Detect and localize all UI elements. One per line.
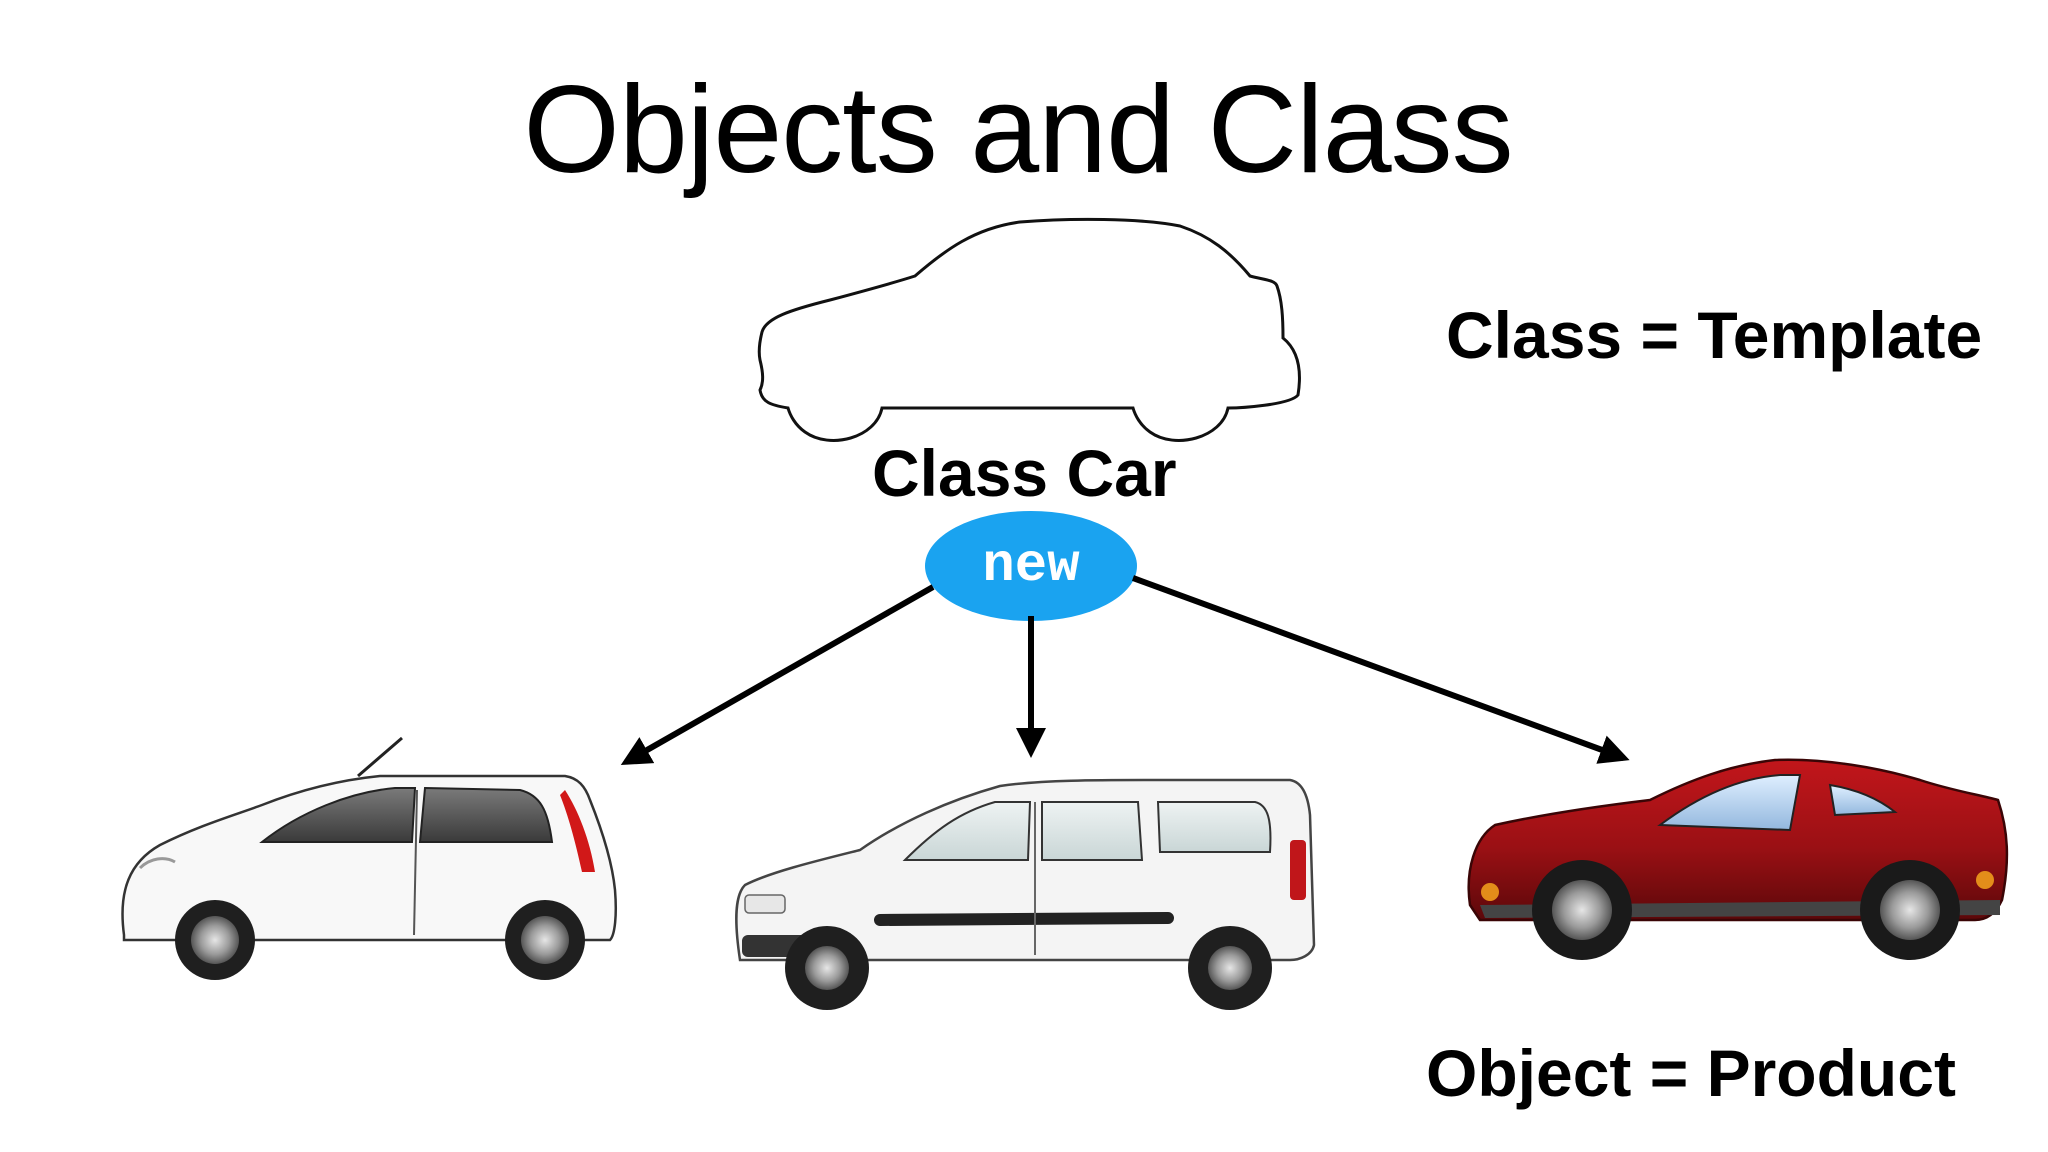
red-sports-car-icon [1467, 758, 2009, 960]
white-van-icon [735, 778, 1316, 1010]
white-hatchback-icon [121, 736, 618, 980]
new-keyword-label[interactable]: new [982, 535, 1080, 597]
car-outline-icon [757, 217, 1301, 442]
arrow-to-hatchback [620, 584, 935, 765]
class-car-label: Class Car [872, 436, 1177, 510]
object-definition-label: Object = Product [1426, 1036, 1956, 1110]
class-definition-label: Class = Template [1446, 298, 1983, 372]
new-keyword-bubble[interactable] [925, 511, 1137, 621]
arrow-to-sports-car [1131, 575, 1630, 764]
slide-title: Objects and Class [523, 61, 1513, 199]
instantiation-arrows [620, 575, 1630, 765]
